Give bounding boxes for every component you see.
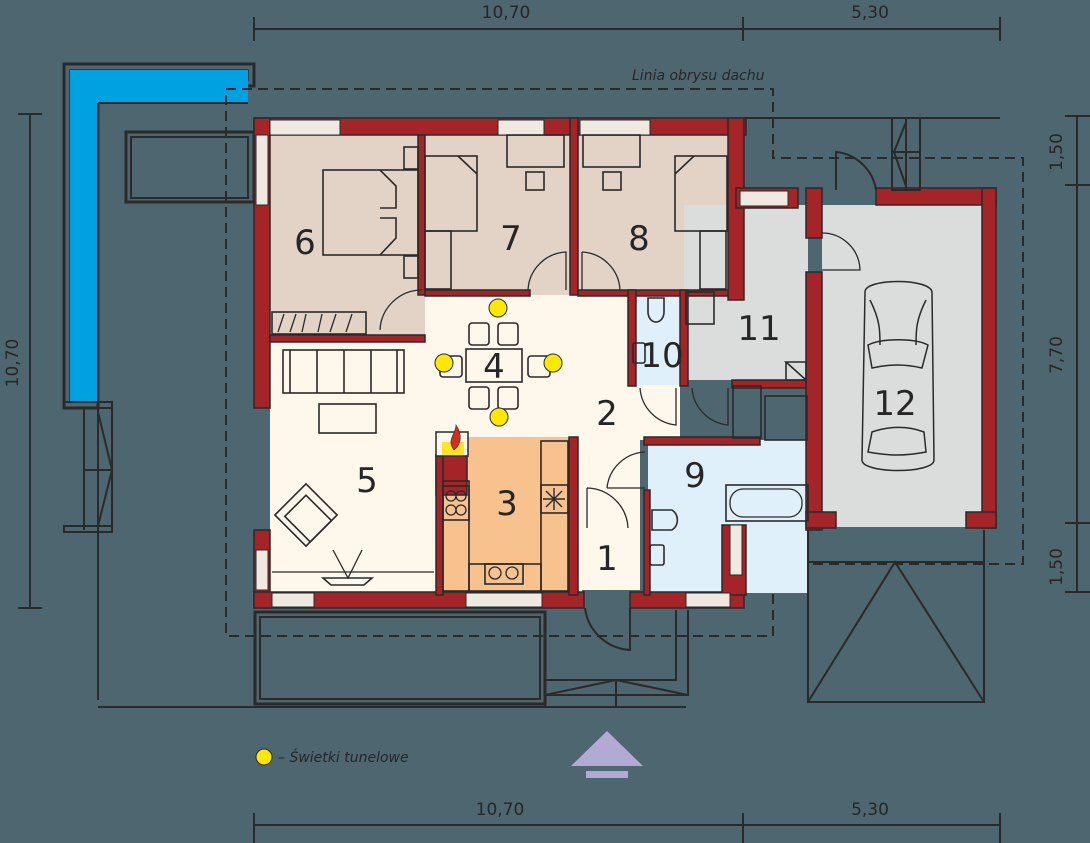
- dim-top-main: 10,70: [482, 3, 531, 23]
- snowflake-icon: [543, 488, 565, 510]
- bed-double: [322, 146, 419, 279]
- tunnel-lights: [434, 298, 563, 427]
- room-number-2: 2: [596, 394, 618, 434]
- window-bath9-side[interactable]: [729, 524, 743, 576]
- pool-steps: [63, 401, 113, 700]
- room-number-7: 7: [500, 219, 522, 259]
- car-icon: [861, 280, 935, 472]
- dim-bottom-main: 10,70: [476, 800, 525, 820]
- windows[interactable]: [255, 119, 789, 608]
- dim-right-top: 1,50: [1047, 133, 1067, 171]
- dim-right-bottom: 1,50: [1047, 548, 1067, 586]
- room-labels: 1 2 3 4 5 6 7 8 9 10 11 12: [294, 219, 916, 579]
- room-number-5: 5: [356, 461, 378, 501]
- room-number-8: 8: [628, 219, 650, 259]
- room-number-6: 6: [294, 223, 316, 263]
- sofa: [282, 349, 405, 394]
- sink-icon: [484, 563, 524, 585]
- room-number-9: 9: [684, 456, 706, 496]
- dimension-bottom: 10,70 5,30: [253, 800, 1001, 843]
- terrace-front: [98, 610, 689, 708]
- wardrobe-8: [699, 230, 727, 290]
- garage-driveway: [807, 530, 985, 703]
- dim-right-middle: 7,70: [1047, 336, 1067, 374]
- dim-bottom-garage: 5,30: [851, 800, 889, 820]
- stove-burners-icon: [445, 490, 467, 516]
- dim-left-depth: 10,70: [3, 339, 23, 388]
- room-number-4: 4: [483, 347, 505, 387]
- door-entrance[interactable]: [584, 607, 631, 652]
- wc10-fixtures: [632, 297, 665, 364]
- room-number-10: 10: [640, 336, 683, 376]
- room-number-1: 1: [596, 539, 618, 579]
- roof-outline: [225, 88, 1024, 637]
- doors[interactable]: [379, 150, 877, 652]
- roof-outline-label: Linia obrysu dachu: [632, 68, 765, 84]
- armchair: [273, 482, 339, 548]
- entrance-arrow-icon: [571, 731, 643, 778]
- door-bedroom6[interactable]: [379, 289, 423, 331]
- door-garage-inner[interactable]: [821, 232, 861, 271]
- flame-icon: [450, 424, 461, 451]
- tunnel-light-icon: [543, 353, 563, 373]
- garage-side-steps: [744, 117, 1000, 191]
- room-number-11: 11: [737, 309, 780, 349]
- legend-tunnel-lights: – Świetki tunelowe: [278, 748, 409, 766]
- wardrobe-bedroom6: [271, 311, 367, 335]
- window-bedroom7[interactable]: [497, 119, 545, 136]
- door-hall[interactable]: [586, 487, 629, 529]
- bath9-fixtures: [649, 385, 809, 566]
- planter-left: [124, 130, 256, 204]
- window-kitchen[interactable]: [465, 592, 543, 608]
- window-living-side[interactable]: [255, 549, 269, 591]
- door-utility[interactable]: [691, 387, 729, 426]
- door-bath9[interactable]: [606, 451, 646, 489]
- window-utility[interactable]: [739, 190, 789, 207]
- window-bedroom8[interactable]: [579, 119, 651, 136]
- window-bath9[interactable]: [685, 592, 731, 608]
- window-living-bottom[interactable]: [271, 592, 315, 608]
- dining-set: [439, 322, 551, 410]
- tunnel-light-icon: [434, 353, 454, 373]
- dimension-right: 1,50 7,70 1,50: [1047, 115, 1090, 593]
- door-bedroom7[interactable]: [527, 251, 567, 291]
- desk-8: [582, 134, 641, 191]
- fireplace: [435, 424, 469, 457]
- kitchen-counters: [442, 440, 569, 592]
- coffee-table: [318, 403, 377, 434]
- dim-top-garage: 5,30: [851, 3, 889, 23]
- door-garage-side[interactable]: [835, 150, 877, 191]
- legend: – Świetki tunelowe: [255, 748, 409, 766]
- room-number-3: 3: [496, 484, 518, 524]
- utility-fixtures: [685, 291, 807, 382]
- wardrobe-7: [424, 230, 452, 290]
- tv-stand: [272, 549, 434, 586]
- tunnel-light-icon: [489, 407, 509, 427]
- tunnel-light-icon: [255, 748, 273, 766]
- window-bedroom6[interactable]: [269, 119, 341, 136]
- window-bedroom6-side[interactable]: [255, 134, 269, 206]
- dimension-left: 10,70: [3, 113, 42, 609]
- desk-7: [506, 134, 565, 191]
- dimension-top: 10,70 5,30: [253, 3, 1001, 41]
- tunnel-light-icon: [488, 298, 508, 318]
- door-bedroom8[interactable]: [581, 251, 621, 291]
- door-wc10[interactable]: [639, 387, 677, 426]
- room-number-12: 12: [873, 384, 916, 424]
